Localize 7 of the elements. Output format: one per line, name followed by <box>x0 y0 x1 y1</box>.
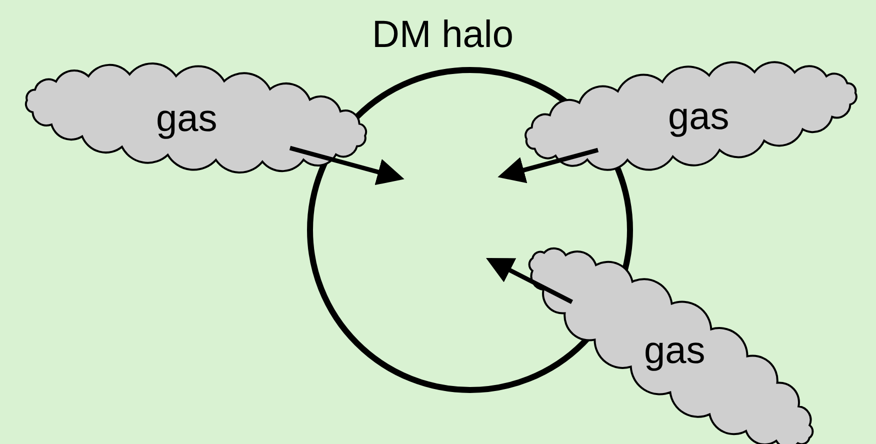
cloud-label: gas <box>644 332 706 370</box>
arrow <box>486 258 574 304</box>
cloud-label: gas <box>668 98 730 136</box>
arrow <box>289 146 404 186</box>
cloud-label: gas <box>156 100 218 138</box>
arrow <box>498 148 599 184</box>
halo-label: DM halo <box>372 16 514 54</box>
